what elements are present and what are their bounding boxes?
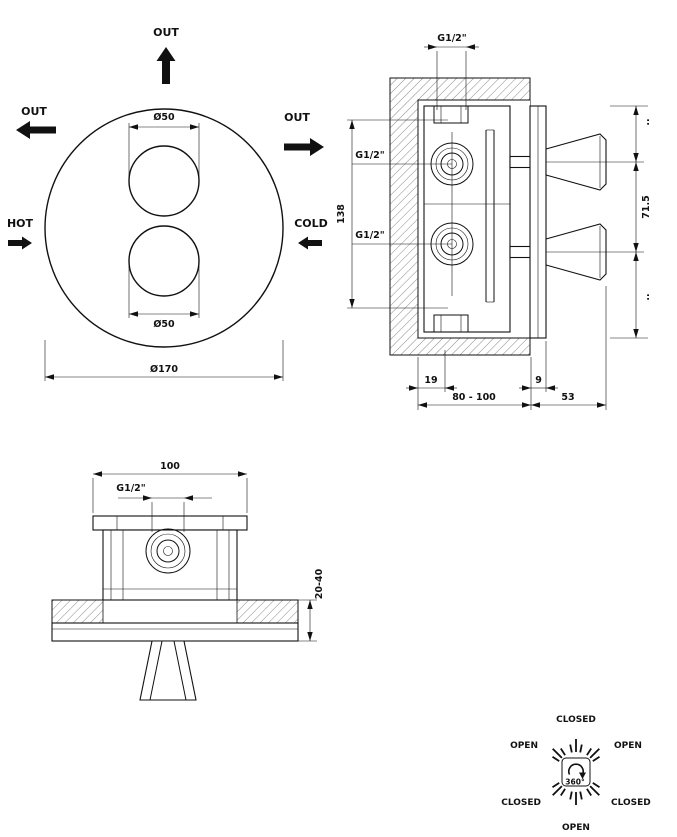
mounting-flange [92, 515, 248, 531]
handle-front [139, 640, 197, 701]
cold-arrow-icon [298, 236, 322, 250]
handle-top-circle [128, 145, 200, 217]
dim-knob-bottom-diameter: Ø50 [128, 266, 200, 330]
dial-label-upper-left: OPEN [510, 741, 538, 751]
rotation-arrow-head-icon [579, 772, 586, 779]
front-view: Ø50 Ø50 Ø170 OUT OUT OUT HOT COLD [7, 26, 328, 381]
top-view: 100 G1/2" 20-40 [51, 461, 325, 701]
handle-bottom-circle [128, 225, 200, 297]
thread-port-top-view [145, 528, 191, 574]
out-left-arrow-icon [16, 121, 56, 139]
dial-ticks-upper-left [552, 748, 566, 762]
dial-label-upper-right: OPEN [614, 741, 642, 751]
out-top-label: OUT [153, 26, 179, 39]
valve-body [423, 105, 511, 333]
top-port-fitting [433, 105, 469, 124]
dim-plate-label: Ø170 [150, 364, 178, 375]
dim-height: 138 [336, 119, 448, 309]
dim-handle-spacing: .. 71.5 .. [610, 105, 652, 339]
dial-center-angle: 360° [565, 778, 585, 787]
dim-width-label: 100 [160, 461, 180, 472]
trim-plate-circle [44, 108, 284, 348]
dial-center-square [561, 757, 591, 787]
cold-label: COLD [294, 217, 328, 230]
dim-handle-spacing-label: 71.5 [641, 195, 652, 218]
dim-thread-label: G1/2" [116, 483, 145, 494]
dial-ticks-top [569, 739, 583, 753]
dim-handle-projection-label: 53 [561, 392, 574, 403]
wall-section-left [51, 599, 104, 624]
dial-ticks-upper-right [586, 748, 600, 762]
dim-thread-top-view: G1/2" [116, 483, 212, 532]
hot-label: HOT [7, 217, 34, 230]
section-view: G1/2" G1/2" G1/2" 138 .. 71.5 .. [336, 33, 652, 410]
dim-knob-top-label: Ø50 [153, 112, 175, 123]
dial-ticks-lower-right [586, 782, 600, 796]
rotation-dial: 360° CLO [501, 715, 651, 833]
ref-dim-bottom-label: .. [641, 293, 652, 300]
out-right-arrow-icon [284, 138, 324, 156]
dim-top-thread: G1/2" [424, 33, 479, 110]
dial-ticks-lower-left [552, 782, 566, 796]
dim-top-thread-label: G1/2" [437, 33, 466, 44]
wall-section-right [236, 599, 299, 624]
dim-inlet-thread-bottom: G1/2" [352, 230, 452, 245]
dial-label-lower-right: CLOSED [611, 798, 651, 808]
dim-bottom-chain: 19 9 80 - 100 53 [406, 286, 607, 410]
dim-inlet-thread-bottom-label: G1/2" [355, 230, 384, 241]
dial-label-lower-left: CLOSED [501, 798, 541, 808]
bottom-port-fitting [433, 314, 469, 333]
dim-height-label: 138 [336, 204, 347, 224]
dim-knob-top-diameter: Ø50 [128, 112, 200, 178]
dim-inlet-thread-top: G1/2" [352, 150, 452, 165]
out-left-label: OUT [21, 105, 47, 118]
ref-dim-top-label: .. [641, 118, 652, 125]
dial-label-bottom: OPEN [562, 823, 590, 833]
dim-inlet-thread-top-label: G1/2" [355, 150, 384, 161]
rotation-arrow-icon [568, 763, 584, 775]
dim-wall-thickness: 20-40 [298, 568, 325, 642]
dim-rough-in-range-label: 80 - 100 [452, 392, 496, 403]
dial-label-top: CLOSED [556, 715, 596, 725]
dim-plate-diameter: Ø170 [44, 340, 284, 381]
cover-plate-edge [51, 622, 299, 642]
dim-plate-offset-label: 9 [535, 375, 542, 386]
dial-ticks-bottom [569, 791, 583, 805]
dim-width: 100 [92, 461, 248, 513]
dim-knob-bottom-label: Ø50 [153, 319, 175, 330]
hot-arrow-icon [8, 236, 32, 250]
wall-recess-outline [417, 99, 530, 339]
rough-in-body [102, 529, 238, 601]
out-top-arrow-icon [156, 47, 176, 84]
out-right-label: OUT [284, 111, 310, 124]
cartridge [424, 129, 510, 303]
dim-recess-depth-label: 19 [424, 375, 437, 386]
dim-wall-thickness-label: 20-40 [314, 568, 325, 599]
